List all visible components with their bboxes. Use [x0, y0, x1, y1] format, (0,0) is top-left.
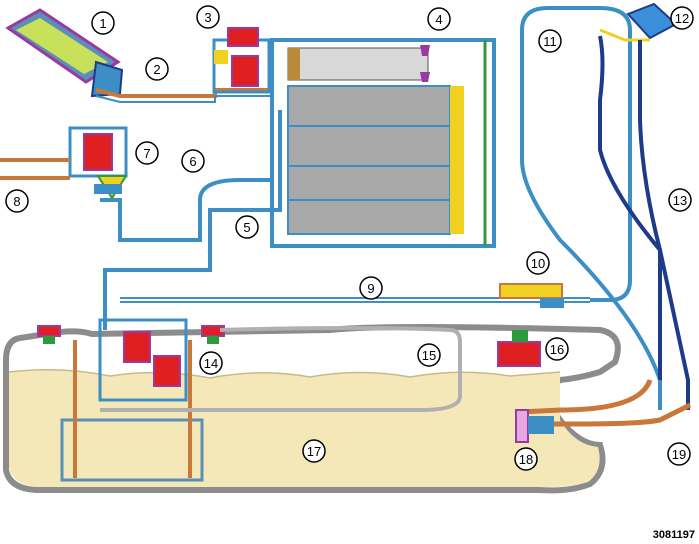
rollover-valve-assembly [98, 318, 188, 402]
callout-6: 6 [181, 149, 205, 173]
callout-11: 11 [538, 29, 562, 53]
callout-13: 13 [668, 188, 692, 212]
figure-id: 3081197 [653, 529, 695, 541]
callout-5-label: 5 [243, 220, 250, 235]
fuel-liquid [9, 369, 600, 488]
callout-19: 19 [667, 442, 691, 466]
callout-10: 10 [526, 251, 550, 275]
callout-4: 4 [427, 7, 451, 31]
callout-18: 18 [514, 447, 538, 471]
callout-11-label: 11 [543, 34, 557, 49]
vapor-lines [100, 6, 662, 410]
callout-4-label: 4 [435, 12, 442, 27]
callout-15: 15 [417, 343, 441, 367]
callout-16-label: 16 [550, 342, 564, 357]
vent-hose [100, 326, 462, 412]
callout-8-label: 8 [13, 194, 20, 209]
canister-vent-solenoid [212, 27, 271, 94]
callout-17-label: 17 [307, 444, 321, 459]
fuel-pump-module [0, 126, 128, 200]
callout-10-label: 10 [531, 256, 545, 271]
fill-pipe [519, 35, 692, 427]
callout-16: 16 [545, 337, 569, 361]
callout-3-label: 3 [204, 10, 211, 25]
fuel-sender-bracket [60, 418, 204, 482]
callout-14-label: 14 [204, 356, 218, 371]
callout-8: 8 [5, 189, 29, 213]
callout-12-label: 12 [675, 11, 689, 26]
callout-14: 14 [199, 351, 223, 375]
callout-6-label: 6 [189, 154, 196, 169]
callout-12: 12 [670, 6, 694, 30]
callout-3: 3 [196, 5, 220, 29]
carbon-canister [270, 38, 496, 248]
callout-19-label: 19 [672, 447, 686, 462]
inlet-check-valve [515, 409, 554, 443]
callout-2-label: 2 [153, 62, 160, 77]
callout-1-label: 1 [99, 16, 106, 31]
callout-13-label: 13 [673, 193, 687, 208]
callout-17: 17 [302, 439, 326, 463]
purge-valve [5, 8, 124, 98]
callout-2: 2 [145, 57, 169, 81]
pressure-sensor [499, 283, 564, 308]
purge-line [95, 88, 270, 103]
callout-7: 7 [135, 141, 159, 165]
callout-9: 9 [359, 276, 383, 300]
leak-detection-pump [497, 330, 541, 367]
callout-1: 1 [91, 11, 115, 35]
tank-vent-valve-left [37, 325, 61, 344]
callout-15-label: 15 [422, 348, 436, 363]
callout-7-label: 7 [143, 146, 150, 161]
callout-9-label: 9 [367, 281, 374, 296]
callout-18-label: 18 [519, 452, 533, 467]
callout-5: 5 [235, 215, 259, 239]
